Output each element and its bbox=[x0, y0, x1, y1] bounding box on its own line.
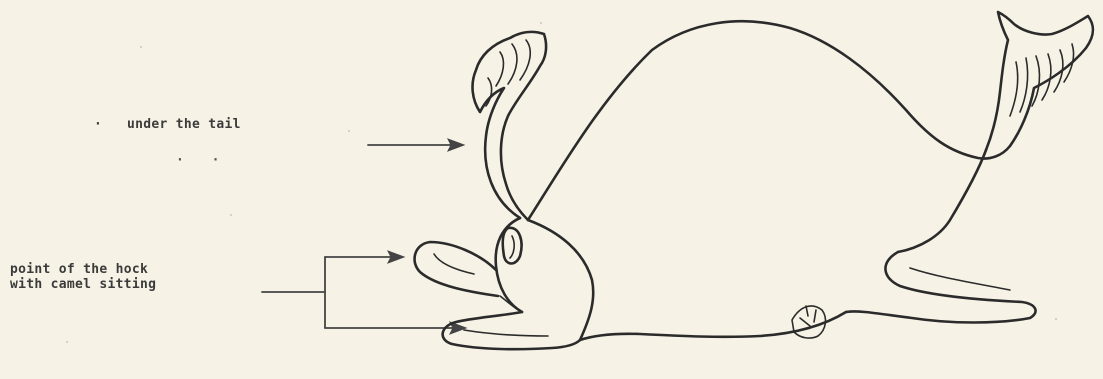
camel-foot-tuft bbox=[792, 306, 825, 338]
camel-chest bbox=[898, 150, 986, 252]
camel-tail bbox=[473, 32, 547, 220]
point-of-hock-bracket-arrows bbox=[262, 251, 466, 334]
camel-lower-hock bbox=[443, 312, 580, 349]
camel-back-hump bbox=[528, 21, 1010, 220]
camel-mane bbox=[1010, 62, 1018, 116]
under-tail-marking bbox=[503, 228, 522, 264]
camel-outline bbox=[415, 12, 1093, 349]
camel-front-leg bbox=[846, 252, 1036, 323]
camel-haunch bbox=[528, 220, 593, 340]
under-the-tail-arrow bbox=[368, 139, 464, 151]
camel-belly bbox=[580, 312, 846, 340]
